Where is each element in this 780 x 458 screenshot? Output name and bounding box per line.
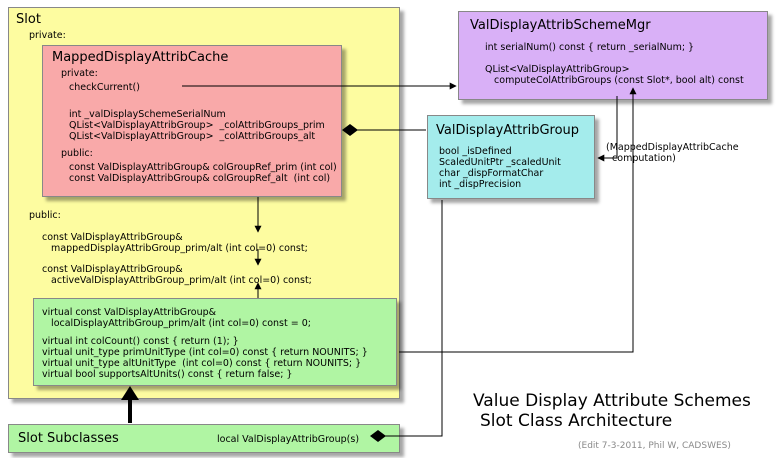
cache-private-member: int _valDisplaySchemeSerialNum <box>69 109 226 120</box>
cache-private-member: QList<ValDisplayAttribGroup> _colAttribG… <box>69 120 325 131</box>
val-display-attrib-scheme-mgr-box: ValDisplayAttribSchemeMgr int serialNum(… <box>458 11 768 100</box>
side-note-line: computation) <box>606 153 676 164</box>
slot-private-label: private: <box>29 30 66 41</box>
credit-text: (Edit 7-3-2011, Phil W, CADSWES) <box>578 441 731 451</box>
group-member: ScaledUnitPtr _scaledUnit <box>439 157 561 168</box>
group-member: int _dispPrecision <box>439 179 522 190</box>
side-note-line: (MappedDisplayAttribCache <box>606 142 739 153</box>
slot-public-label: public: <box>29 210 61 221</box>
subclasses-title: Slot Subclasses <box>18 431 119 446</box>
mgr-title: ValDisplayAttribSchemeMgr <box>470 18 651 33</box>
connector-virtuals-to-mgr <box>399 87 637 353</box>
virtual-line: virtual unit_type primUnitType (int col=… <box>42 347 368 358</box>
group-member: bool _isDefined <box>439 146 512 157</box>
caption-line-1: Value Display Attribute Schemes <box>473 391 751 411</box>
slot-virtual-methods-box: virtual const ValDisplayAttribGroup& loc… <box>33 298 397 386</box>
mgr-compute-line: computeColAttribGroups (const Slot*, boo… <box>485 75 744 86</box>
cache-private-label: private: <box>61 68 98 79</box>
aggregation-diamond-subclasses <box>370 430 386 442</box>
group-member: char _dispFormatChar <box>439 168 544 179</box>
cache-title: MappedDisplayAttribCache <box>52 50 229 65</box>
slot-title: Slot <box>16 12 41 27</box>
inheritance-arrow-head <box>121 386 139 400</box>
cache-private-member: QList<ValDisplayAttribGroup> _colAttribG… <box>69 131 316 142</box>
slot-public-line: const ValDisplayAttribGroup& <box>42 264 183 275</box>
slot-public-line: mappedDisplayAttribGroup_prim/alt (int c… <box>42 243 308 254</box>
group-title: ValDisplayAttribGroup <box>436 123 580 138</box>
connector-group-to-subclasses <box>384 200 443 437</box>
cache-check-current: checkCurrent() <box>69 82 140 93</box>
virtual-line: virtual unit_type altUnitType (int col=0… <box>42 358 362 369</box>
subclasses-member: local ValDisplayAttribGroup(s) <box>217 434 360 445</box>
virtual-line: virtual int colCount() const { return (1… <box>42 336 239 347</box>
virtual-line: localDisplayAttribGroup_prim/alt (int co… <box>42 318 311 329</box>
aggregation-diamond-cache <box>342 124 358 136</box>
slot-public-line: const ValDisplayAttribGroup& <box>42 232 183 243</box>
slot-subclasses-box: Slot Subclasses local ValDisplayAttribGr… <box>8 424 400 453</box>
caption-line-2: Slot Class Architecture <box>480 411 673 431</box>
virtual-line: virtual bool supportsAltUnits() const { … <box>42 369 293 380</box>
mapped-display-attrib-cache-box: MappedDisplayAttribCache private: checkC… <box>42 45 342 197</box>
cache-public-member: const ValDisplayAttribGroup& colGroupRef… <box>69 173 331 184</box>
mgr-compute-line: QList<ValDisplayAttribGroup> <box>485 64 630 75</box>
cache-public-label: public: <box>61 148 93 159</box>
mgr-serial: int serialNum() const { return _serialNu… <box>485 42 695 53</box>
cache-public-member: const ValDisplayAttribGroup& colGroupRef… <box>69 162 337 173</box>
virtual-line: virtual const ValDisplayAttribGroup& <box>42 307 217 318</box>
val-display-attrib-group-box: ValDisplayAttribGroup bool _isDefined Sc… <box>427 115 595 199</box>
connector-mgr-to-group <box>597 96 618 162</box>
slot-public-line: activeValDisplayAttribGroup_prim/alt (in… <box>42 275 312 286</box>
